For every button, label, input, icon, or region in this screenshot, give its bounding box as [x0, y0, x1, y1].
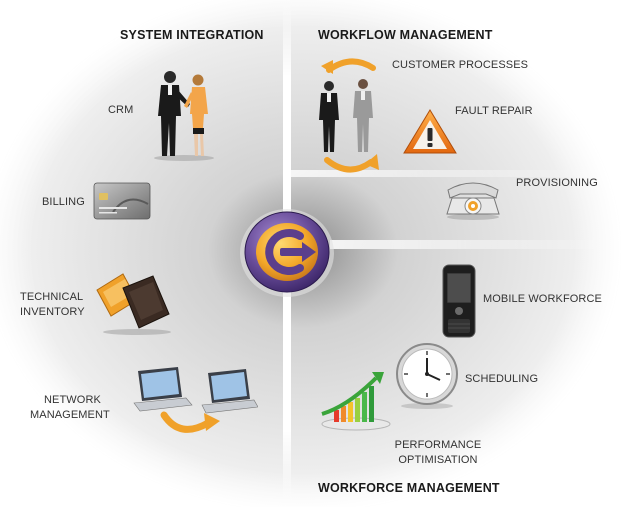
label-performance-optimisation-line-1: PERFORMANCE — [394, 439, 482, 451]
label-technical-inventory-line-2: INVENTORY — [20, 306, 85, 318]
heading-workforce-management: WORKFORCE MANAGEMENT — [318, 481, 500, 495]
label-mobile-workforce: MOBILE WORKFORCE — [483, 293, 602, 305]
warning-triangle-icon — [403, 109, 457, 154]
label-network-management-line-1: NETWORK — [44, 394, 101, 406]
label-technical-inventory-line-1: TECHNICAL — [20, 291, 84, 303]
label-performance-optimisation-line-2: OPTIMISATION — [398, 454, 478, 466]
label-technical-inventory: TECHNICAL INVENTORY — [20, 290, 85, 320]
label-crm: CRM — [108, 104, 134, 116]
label-network-management: NETWORK MANAGEMENT — [30, 393, 110, 423]
telephone-icon — [446, 182, 500, 220]
growth-bar-chart-icon — [321, 372, 391, 431]
networked-laptops-icon — [133, 367, 258, 433]
clock-icon — [396, 343, 458, 409]
credit-card-icon — [93, 182, 151, 220]
company-logo-icon — [240, 209, 334, 297]
label-network-management-line-2: MANAGEMENT — [30, 409, 110, 421]
label-customer-processes: CUSTOMER PROCESSES — [392, 59, 529, 71]
heading-system-integration: SYSTEM INTEGRATION — [120, 28, 264, 42]
label-fault-repair: FAULT REPAIR — [455, 105, 533, 117]
mobile-phone-icon — [442, 264, 476, 338]
label-billing: BILLING — [42, 196, 85, 208]
label-performance-optimisation: PERFORMANCE OPTIMISATION — [393, 438, 483, 468]
label-scheduling: SCHEDULING — [465, 373, 539, 385]
businessmen-cycle-icon — [319, 58, 379, 173]
handshake-people-icon — [154, 71, 214, 161]
folders-icon — [96, 273, 171, 335]
heading-workflow-management: WORKFLOW MANAGEMENT — [318, 28, 493, 42]
label-provisioning: PROVISIONING — [516, 177, 598, 189]
